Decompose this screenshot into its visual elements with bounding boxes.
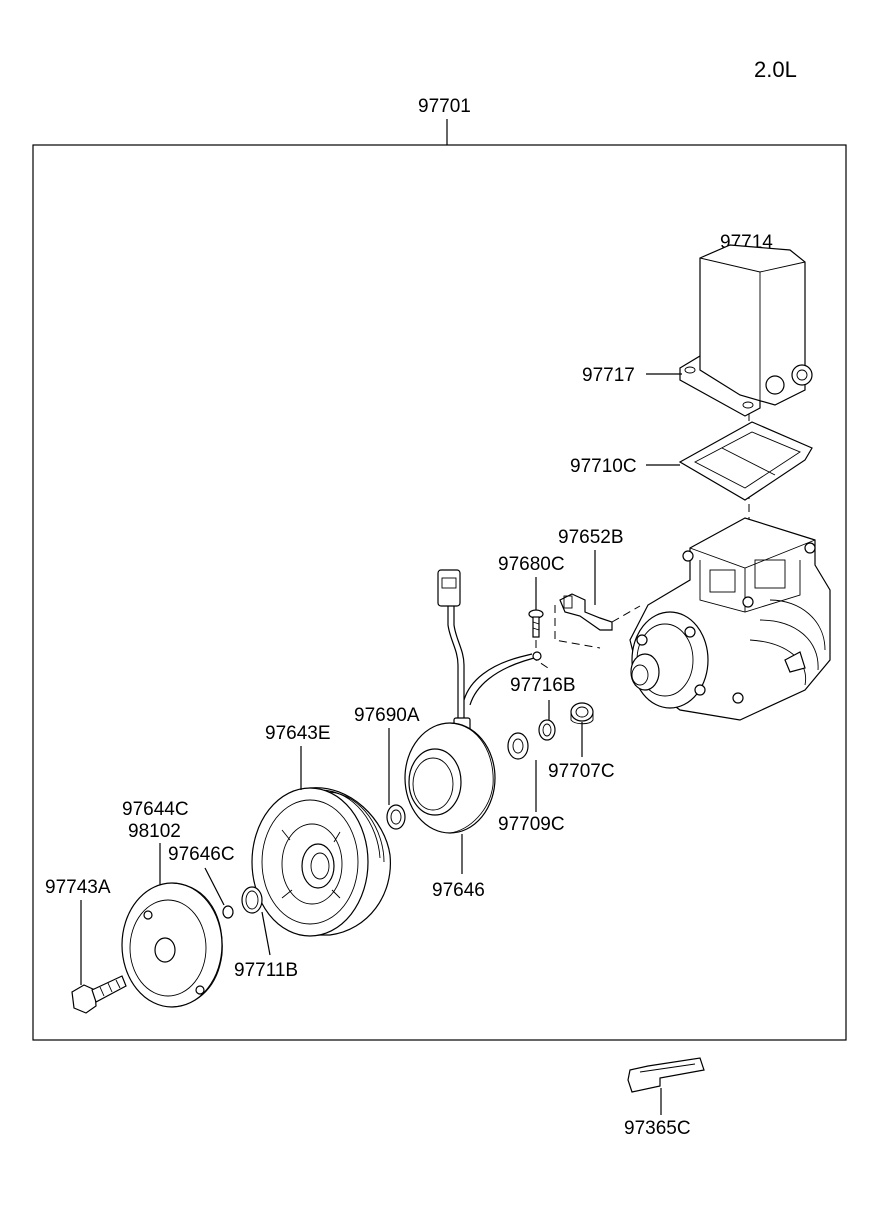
label-97701[interactable]: 97701 [418, 96, 471, 117]
pulley-97643E[interactable] [251, 787, 391, 937]
compressor-body[interactable] [629, 517, 831, 721]
engine-label: 2.0L [754, 57, 797, 82]
label-97709C[interactable]: 97709C [498, 814, 565, 835]
label-97680C[interactable]: 97680C [498, 554, 565, 575]
label-97646[interactable]: 97646 [432, 880, 485, 901]
label-97717[interactable]: 97717 [582, 365, 635, 386]
label-97716B[interactable]: 97716B [510, 675, 576, 696]
field-coil-97646[interactable] [404, 722, 496, 834]
gasket-97710C[interactable] [678, 421, 813, 501]
label-97707C[interactable]: 97707C [548, 761, 615, 782]
label-97365C[interactable]: 97365C [624, 1118, 691, 1139]
bolt-97743A[interactable] [71, 975, 127, 1014]
label-97643E[interactable]: 97643E [265, 723, 331, 744]
clutch-hub-97644C[interactable] [121, 882, 223, 1008]
label-97710C[interactable]: 97710C [570, 456, 637, 477]
ring-97711B[interactable] [241, 886, 263, 914]
snap-ring-97690A[interactable] [386, 804, 406, 830]
leader-97711B [261, 911, 271, 956]
label-97711B[interactable]: 97711B [234, 960, 298, 981]
label-97690A[interactable]: 97690A [354, 705, 420, 726]
ring-97707C[interactable] [570, 702, 594, 725]
dash-97652B [554, 605, 641, 649]
assembly-frame [32, 144, 847, 1041]
label-97652B[interactable]: 97652B [558, 527, 624, 548]
leader-97646C [204, 867, 225, 906]
snap-ring-97716B[interactable] [538, 719, 556, 741]
shim-97646C[interactable] [222, 905, 234, 919]
shim-97709C[interactable] [507, 732, 529, 760]
label-97644C[interactable]: 97644C [122, 799, 189, 820]
bracket-97365C[interactable] [627, 1057, 705, 1093]
label-98102[interactable]: 98102 [128, 821, 181, 842]
screw-97680C[interactable] [528, 577, 544, 638]
valve-block-97717[interactable] [679, 244, 813, 417]
wire-harness[interactable] [437, 569, 542, 733]
label-97646C[interactable]: 97646C [168, 844, 235, 865]
label-97743A[interactable]: 97743A [45, 877, 111, 898]
bracket-97652B[interactable] [559, 593, 613, 631]
